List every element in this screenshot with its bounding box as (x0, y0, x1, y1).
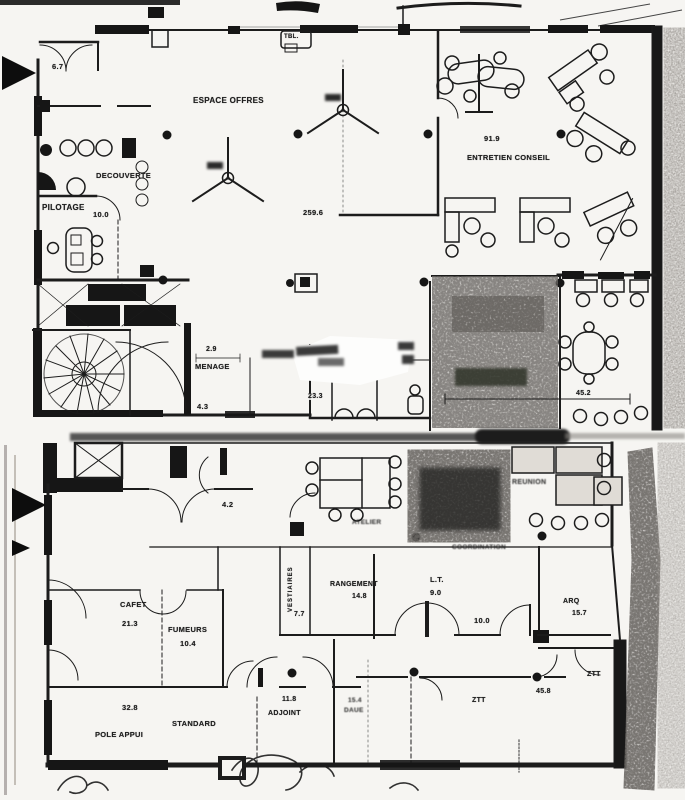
scan-artifacts-top (0, 0, 683, 29)
tbl-box (280, 30, 312, 53)
dimension-line-45-2 (444, 393, 631, 405)
ceiling-fan-icon (306, 69, 380, 135)
room-label-vestiaires: VESTIAIRES (288, 566, 294, 612)
room-label-coordination: COORDINATION (452, 544, 507, 551)
area-value-daue: 15.4 (348, 697, 362, 704)
desk-cluster (436, 51, 525, 113)
room-label-daue: DAUE (344, 707, 364, 714)
room-label-reunion: REUNION (512, 479, 547, 486)
upper-floor-walls (32, 24, 685, 431)
room-label-ztt-center: ZTT (472, 697, 486, 704)
room-label-decouverte: DECOUVERTE (96, 171, 152, 180)
sink-fixtures (334, 384, 424, 419)
room-label-pilotage: PILOTAGE (42, 203, 85, 212)
area-value-rangement: 14.8 (352, 593, 367, 600)
room-label-rangement: RANGEMENT (330, 581, 378, 588)
copier-icon (286, 273, 318, 293)
atelier-desks (289, 455, 402, 522)
entrance-arrow-icon (2, 56, 36, 90)
room-label-espace-offres: ESPACE OFFRES (193, 96, 264, 105)
desk-cluster (547, 43, 615, 112)
dimension-value-4-3: 4.3 (197, 402, 209, 411)
room-label-arq: ARQ (563, 598, 580, 605)
room-label-fumeurs: FUMEURS (168, 625, 208, 634)
desk-cluster (444, 197, 496, 258)
lower-floor-walls (4, 441, 685, 795)
upper-floor-furniture (2, 30, 638, 419)
area-value-lobby: 4.2 (222, 500, 234, 509)
ceiling-fan-icon (191, 137, 265, 203)
room-label-menage: MENAGE (195, 362, 230, 371)
dimension-value-23-3: 23.3 (307, 393, 324, 400)
area-value-arq: 15.7 (572, 610, 587, 617)
room-label-ztt-right: ZTT (587, 671, 601, 678)
tbl-label: TBL. (284, 34, 299, 40)
area-value-pilotage: 10.0 (93, 210, 109, 219)
room-label-cafet: CAFET (120, 600, 147, 609)
scan-smudge (419, 467, 501, 531)
meeting-table-group (558, 279, 649, 427)
entrance-arrow-icon (12, 540, 30, 556)
room-label-atelier: ATELIER (352, 519, 382, 526)
entrance-arrow-icon (12, 488, 46, 522)
room-label-lt: L.T. (430, 575, 444, 584)
dimension-value-menage: 2.9 (206, 346, 217, 353)
room-label-pole-appui: POLE APPUI (95, 730, 144, 739)
area-value-lt: 9.0 (430, 588, 442, 597)
area-value-entretien: 91.9 (484, 134, 500, 143)
dimension-value-45-2: 45.2 (575, 390, 592, 397)
spiral-staircase (43, 333, 125, 415)
area-value-vestiaires: 7.7 (294, 611, 305, 618)
dimension-value-open-space: 259.6 (303, 208, 324, 217)
upper-alcove (432, 276, 649, 428)
desk-cluster (582, 191, 638, 261)
dimension-value-ztt: 45.8 (536, 688, 551, 695)
desk-cluster (519, 197, 571, 248)
reunion-tables (511, 446, 623, 531)
area-value-fumeurs: 10.4 (180, 639, 196, 648)
scan-divider-band (70, 429, 685, 444)
whiteout-callout (262, 336, 414, 385)
handwritten-marks (56, 754, 420, 795)
lower-floor-furniture (289, 446, 623, 543)
area-value-pole: 32.8 (122, 703, 138, 712)
dimension-value-corridor: 10.0 (474, 616, 490, 625)
area-value-cafet: 21.3 (122, 619, 138, 628)
area-value-adjoint: 11.8 (282, 696, 297, 703)
room-label-adjoint: ADJOINT (268, 710, 301, 717)
room-label-standard: STANDARD (172, 719, 216, 728)
desk-cluster (566, 111, 636, 163)
area-value-entry: 6.7 (52, 62, 64, 71)
room-label-entretien-conseil: ENTRETIEN CONSEIL (467, 153, 551, 162)
column-dots (158, 129, 566, 288)
